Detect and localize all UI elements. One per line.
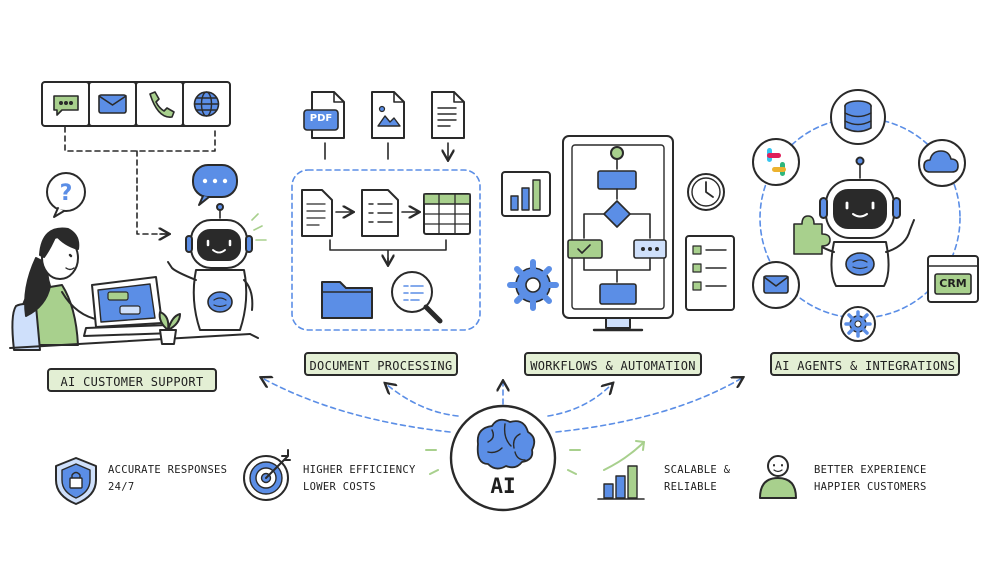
phone-channel-icon	[135, 81, 184, 127]
document-processing-scene	[291, 91, 481, 331]
flowchart-diagram	[567, 146, 667, 305]
customer-woman-figure	[11, 227, 101, 351]
workflow-scene	[501, 135, 735, 332]
benefit-accurate-responses: ACCURATE RESPONSES 24/7	[108, 462, 227, 496]
image-document-icon	[371, 91, 405, 139]
label-workflows-automation: WORKFLOWS & AUTOMATION	[524, 352, 702, 376]
target-icon	[243, 449, 291, 501]
folder-icon	[321, 281, 373, 319]
benefit-scalable: SCALABLE & RELIABLE	[664, 462, 730, 496]
gear-icon	[507, 259, 559, 311]
settings-gear-icon	[840, 306, 876, 342]
label-ai-agents-integrations: AI AGENTS & INTEGRATIONS	[770, 352, 960, 376]
agents-scene	[752, 89, 979, 342]
growth-chart-icon	[597, 440, 645, 500]
question-bubble-icon: ?	[46, 172, 86, 218]
benefit-line2: 24/7	[108, 481, 135, 493]
benefit-line1: BETTER EXPERIENCE	[814, 464, 927, 476]
input-document-icon	[301, 189, 333, 237]
agent-robot-figure	[811, 156, 915, 287]
support-robot-figure	[167, 203, 254, 331]
shield-lock-icon	[55, 457, 97, 505]
email-channel-icon	[88, 81, 137, 127]
brain-icon	[476, 418, 536, 470]
pdf-document-icon	[303, 91, 345, 139]
benefit-higher-efficiency: HIGHER EFFICIENCY LOWER COSTS	[303, 462, 416, 496]
benefit-better-experience: BETTER EXPERIENCE HAPPIER CUSTOMERS	[814, 462, 927, 496]
central-ai-hub	[425, 404, 581, 512]
bar-chart-icon	[501, 171, 551, 217]
clock-icon	[687, 173, 725, 211]
benefit-line2: HAPPIER CUSTOMERS	[814, 481, 927, 493]
chat-channel-icon	[41, 81, 90, 127]
crm-tag: CRM	[939, 277, 967, 290]
slack-icon	[752, 138, 800, 186]
pdf-tag: PDF	[309, 113, 333, 124]
crm-window-icon	[927, 255, 979, 303]
cloud-icon	[918, 139, 966, 187]
label-document-processing: DOCUMENT PROCESSING	[304, 352, 458, 376]
laptop-icon	[83, 276, 175, 337]
checklist-icon	[685, 235, 735, 311]
benefit-line1: SCALABLE &	[664, 464, 731, 476]
benefit-line1: HIGHER EFFICIENCY	[303, 464, 416, 476]
customer-support-scene: ?	[9, 81, 267, 351]
svg-text:?: ?	[60, 181, 73, 206]
benefit-line2: RELIABLE	[664, 481, 717, 493]
text-document-icon	[431, 91, 465, 139]
happy-person-icon	[759, 455, 797, 499]
benefit-line2: LOWER COSTS	[303, 481, 376, 493]
label-customer-support: AI CUSTOMER SUPPORT	[47, 368, 217, 392]
web-channel-icon	[182, 81, 231, 127]
email-integration-icon	[752, 261, 800, 309]
magnifier-icon	[391, 271, 443, 324]
connection-arrows	[262, 378, 742, 433]
robot-speech-bubble-icon	[192, 164, 238, 206]
plant-icon	[158, 311, 181, 345]
database-icon	[830, 89, 886, 145]
spreadsheet-icon	[423, 193, 471, 235]
benefit-line1: ACCURATE RESPONSES	[108, 464, 228, 476]
ai-label: AI	[490, 474, 516, 498]
extracted-list-icon	[361, 189, 399, 237]
puzzle-piece-icon	[793, 215, 831, 255]
